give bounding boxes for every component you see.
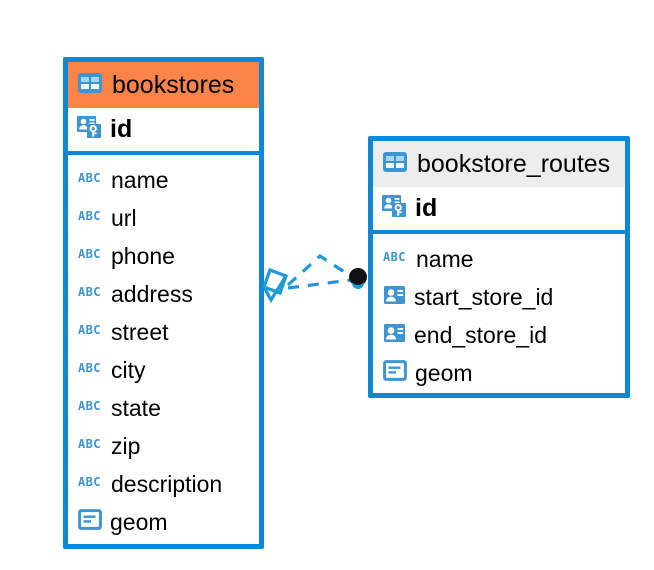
- relationship-line-2: [287, 278, 352, 290]
- svg-text:ABC: ABC: [78, 285, 101, 299]
- entity-primary-key-row[interactable]: id: [68, 108, 259, 155]
- entity-field-row[interactable]: geom: [68, 503, 259, 541]
- entity-field-row[interactable]: start_store_id: [373, 278, 625, 316]
- entity-field-list: ABC name start_store_id end_store_id geom: [373, 234, 625, 398]
- entity-field-row[interactable]: ABC description: [68, 465, 259, 503]
- svg-text:ABC: ABC: [78, 323, 101, 337]
- primary-key-name: id: [110, 114, 133, 143]
- relationship-endpoint-circle: [349, 268, 367, 286]
- svg-text:ABC: ABC: [78, 475, 101, 489]
- foreign-key-icon: [383, 322, 406, 349]
- primary-key-icon: [382, 194, 407, 223]
- entity-field-name: address: [111, 280, 193, 307]
- entity-field-row[interactable]: end_store_id: [373, 316, 625, 354]
- entity-field-name: state: [111, 394, 161, 421]
- svg-text:ABC: ABC: [78, 247, 101, 261]
- entity-field-name: description: [111, 470, 223, 497]
- relationship-line-1: [286, 253, 353, 287]
- entity-title: bookstores: [112, 70, 235, 99]
- abc-text-icon: ABC: [78, 399, 103, 418]
- svg-text:ABC: ABC: [78, 209, 101, 223]
- entity-field-row[interactable]: ABC url: [68, 199, 259, 237]
- entity-title: bookstore_routes: [417, 149, 611, 178]
- entity-table-bookstores[interactable]: bookstores id ABC name ABC url: [63, 57, 264, 549]
- entity-field-list: ABC name ABC url ABC phone ABC address ABC st…: [68, 155, 259, 547]
- entity-field-row[interactable]: ABC state: [68, 389, 259, 427]
- entity-field-name: city: [111, 356, 146, 383]
- entity-field-row[interactable]: ABC city: [68, 351, 259, 389]
- entity-field-row[interactable]: ABC zip: [68, 427, 259, 465]
- geometry-blob-icon: [78, 509, 102, 535]
- abc-text-icon: ABC: [78, 437, 103, 456]
- abc-text-icon: ABC: [383, 250, 408, 269]
- entity-field-row[interactable]: ABC name: [68, 161, 259, 199]
- foreign-key-icon: [383, 284, 406, 311]
- abc-text-icon: ABC: [78, 475, 103, 494]
- entity-field-name: url: [111, 204, 137, 231]
- abc-text-icon: ABC: [78, 285, 103, 304]
- svg-text:ABC: ABC: [383, 250, 406, 264]
- abc-text-icon: ABC: [78, 247, 103, 266]
- abc-text-icon: ABC: [78, 171, 103, 190]
- svg-text:ABC: ABC: [78, 361, 101, 375]
- entity-field-row[interactable]: ABC street: [68, 313, 259, 351]
- entity-field-name: geom: [110, 508, 168, 535]
- svg-text:ABC: ABC: [78, 171, 101, 185]
- abc-text-icon: ABC: [78, 361, 103, 380]
- entity-field-name: start_store_id: [414, 283, 554, 310]
- geometry-blob-icon: [383, 360, 407, 386]
- entity-field-name: name: [416, 245, 474, 272]
- entity-field-row[interactable]: ABC phone: [68, 237, 259, 275]
- entity-field-name: zip: [111, 432, 141, 459]
- relationship-endpoint-inner: [352, 277, 364, 289]
- primary-key-name: id: [415, 193, 438, 222]
- entity-field-row[interactable]: ABC name: [373, 240, 625, 278]
- primary-key-icon: [77, 115, 102, 144]
- svg-text:ABC: ABC: [78, 399, 101, 413]
- entity-field-name: street: [111, 318, 169, 345]
- entity-field-row[interactable]: geom: [373, 354, 625, 392]
- entity-header-bookstore-routes[interactable]: bookstore_routes: [373, 141, 625, 187]
- entity-field-row[interactable]: ABC address: [68, 275, 259, 313]
- relationship-diamond-marker: [261, 267, 289, 304]
- entity-field-name: name: [111, 166, 169, 193]
- entity-field-name: geom: [415, 359, 473, 386]
- entity-field-name: end_store_id: [414, 321, 547, 348]
- entity-table-bookstore-routes[interactable]: bookstore_routes id ABC name: [368, 136, 630, 398]
- entity-primary-key-row[interactable]: id: [373, 187, 625, 234]
- table-icon: [382, 151, 408, 178]
- table-icon: [77, 72, 103, 99]
- svg-text:ABC: ABC: [78, 437, 101, 451]
- abc-text-icon: ABC: [78, 323, 103, 342]
- entity-header-bookstores[interactable]: bookstores: [68, 62, 259, 108]
- abc-text-icon: ABC: [78, 209, 103, 228]
- entity-field-name: phone: [111, 242, 175, 269]
- relationship-endpoint-cap: [350, 269, 366, 285]
